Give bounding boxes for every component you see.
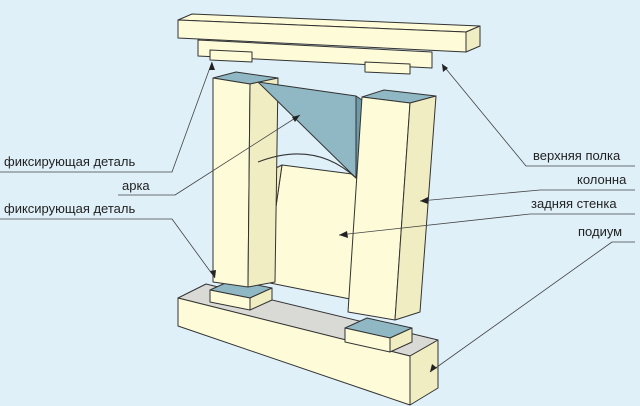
fixing-part-bottom-right xyxy=(344,317,413,353)
label-top-shelf: верхняя полка xyxy=(533,148,621,163)
label-column: колонна xyxy=(577,172,627,187)
left-column xyxy=(212,71,279,288)
arrowheads xyxy=(209,62,448,372)
fixing-part-bottom-left xyxy=(209,279,273,311)
right-column xyxy=(347,89,437,321)
label-fixing-part-top: фиксирующая деталь xyxy=(4,154,136,169)
leader-lines xyxy=(0,61,635,373)
label-back-wall: задняя стенка xyxy=(531,196,617,211)
label-podium: подиум xyxy=(578,224,623,239)
label-arch: арка xyxy=(122,178,150,193)
label-fixing-part-bottom: фиксирующая деталь xyxy=(4,201,136,216)
top-shelf xyxy=(177,13,481,75)
